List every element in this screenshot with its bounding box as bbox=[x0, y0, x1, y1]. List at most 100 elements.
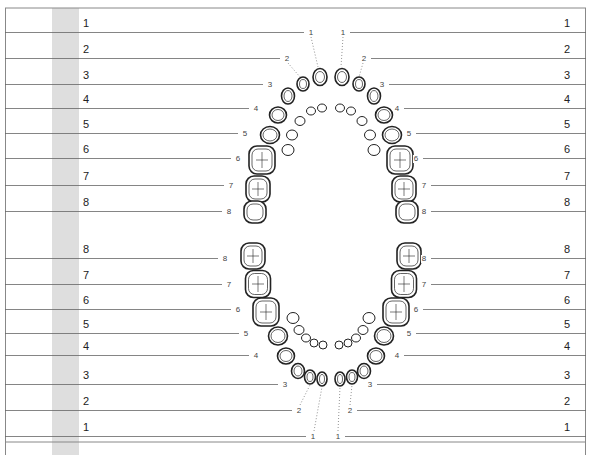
tooth-number: 1 bbox=[308, 29, 314, 37]
tooth-number: 5 bbox=[406, 130, 412, 138]
tooth-number: 7 bbox=[226, 281, 232, 289]
leader-line bbox=[5, 108, 249, 109]
tooth-number: 4 bbox=[394, 105, 400, 113]
row-number: 1 bbox=[83, 18, 89, 29]
tooth-number: 2 bbox=[347, 407, 353, 415]
table-border bbox=[5, 8, 586, 9]
row-number: 3 bbox=[564, 70, 570, 81]
teeth bbox=[241, 69, 421, 387]
leader-line bbox=[5, 309, 231, 310]
leader-line bbox=[431, 258, 586, 259]
leader-line bbox=[5, 258, 218, 259]
row-number: 5 bbox=[83, 319, 89, 330]
row-number: 8 bbox=[83, 197, 89, 208]
table-border bbox=[5, 442, 586, 443]
row-number: 5 bbox=[564, 319, 570, 330]
leader-line bbox=[416, 333, 586, 334]
leader-line bbox=[431, 284, 586, 285]
tooth-number: 3 bbox=[379, 81, 385, 89]
leader-line bbox=[5, 211, 222, 212]
row-number: 6 bbox=[564, 295, 570, 306]
row-number: 1 bbox=[564, 422, 570, 433]
tooth-number: 8 bbox=[222, 255, 228, 263]
tooth-number: 7 bbox=[421, 182, 427, 190]
leader-line bbox=[5, 58, 280, 59]
tooth-number: 4 bbox=[253, 352, 259, 360]
upper-left-teeth bbox=[244, 69, 327, 224]
tooth-number: 7 bbox=[421, 281, 427, 289]
tooth-number: 2 bbox=[296, 407, 302, 415]
row-number: 1 bbox=[564, 18, 570, 29]
tooth-number: 8 bbox=[226, 208, 232, 216]
leader-line bbox=[5, 333, 239, 334]
tooth-number: 8 bbox=[421, 208, 427, 216]
row-number: 6 bbox=[564, 144, 570, 155]
leader-line bbox=[5, 284, 222, 285]
leader-line bbox=[5, 32, 304, 33]
row-number: 3 bbox=[83, 370, 89, 381]
leader-line bbox=[5, 185, 224, 186]
row-number: 5 bbox=[564, 119, 570, 130]
tooth-number: 8 bbox=[421, 255, 427, 263]
tooth-number: 5 bbox=[406, 330, 412, 338]
tooth-number: 4 bbox=[253, 105, 259, 113]
row-number: 7 bbox=[564, 270, 570, 281]
leader-line bbox=[5, 355, 249, 356]
row-number: 2 bbox=[564, 44, 570, 55]
tooth-number: 6 bbox=[413, 155, 419, 163]
row-number: 4 bbox=[83, 94, 89, 105]
leader-line bbox=[5, 410, 292, 411]
tooth-number: 3 bbox=[267, 81, 273, 89]
leader-line bbox=[371, 58, 586, 59]
row-number: 7 bbox=[83, 270, 89, 281]
tooth-number: 1 bbox=[335, 433, 341, 441]
row-number: 5 bbox=[83, 119, 89, 130]
tooth-number: 5 bbox=[243, 330, 249, 338]
tooth-number: 1 bbox=[340, 29, 346, 37]
leader-line bbox=[377, 384, 586, 385]
leader-line bbox=[5, 384, 278, 385]
leader-line bbox=[389, 84, 586, 85]
leader-line bbox=[404, 108, 586, 109]
row-number: 2 bbox=[83, 44, 89, 55]
leader-line bbox=[431, 185, 586, 186]
leader-line bbox=[5, 158, 231, 159]
row-number: 7 bbox=[564, 171, 570, 182]
leader-line bbox=[416, 133, 586, 134]
tooth-number: 2 bbox=[361, 55, 367, 63]
tooth-number: 6 bbox=[413, 306, 419, 314]
leader-lines bbox=[5, 33, 586, 437]
leader-line bbox=[404, 355, 586, 356]
leader-line bbox=[5, 436, 306, 437]
leader-line bbox=[423, 309, 586, 310]
tooth-number: 5 bbox=[242, 130, 248, 138]
tooth-number: 3 bbox=[282, 381, 288, 389]
tooth-number: 7 bbox=[228, 182, 234, 190]
row-number: 3 bbox=[564, 370, 570, 381]
row-number: 8 bbox=[564, 244, 570, 255]
leader-line bbox=[431, 211, 586, 212]
row-number: 6 bbox=[83, 295, 89, 306]
leader-line bbox=[5, 84, 263, 85]
row-number: 2 bbox=[564, 396, 570, 407]
leader-line bbox=[345, 436, 586, 437]
leader-line bbox=[350, 32, 586, 33]
tooth-number: 3 bbox=[367, 381, 373, 389]
row-number: 4 bbox=[564, 94, 570, 105]
tooth-number: 1 bbox=[310, 433, 316, 441]
grey-column bbox=[52, 8, 79, 455]
tooth-number: 6 bbox=[235, 306, 241, 314]
row-number: 4 bbox=[83, 341, 89, 352]
row-number: 7 bbox=[83, 171, 89, 182]
table-border bbox=[585, 8, 586, 455]
lower-left-teeth bbox=[241, 243, 327, 386]
tooth-number: 4 bbox=[394, 352, 400, 360]
leader-line bbox=[423, 158, 586, 159]
table-border bbox=[5, 8, 6, 455]
row-number: 8 bbox=[83, 244, 89, 255]
row-number: 3 bbox=[83, 70, 89, 81]
tooth-number: 2 bbox=[284, 55, 290, 63]
row-number: 8 bbox=[564, 197, 570, 208]
row-number: 1 bbox=[83, 422, 89, 433]
